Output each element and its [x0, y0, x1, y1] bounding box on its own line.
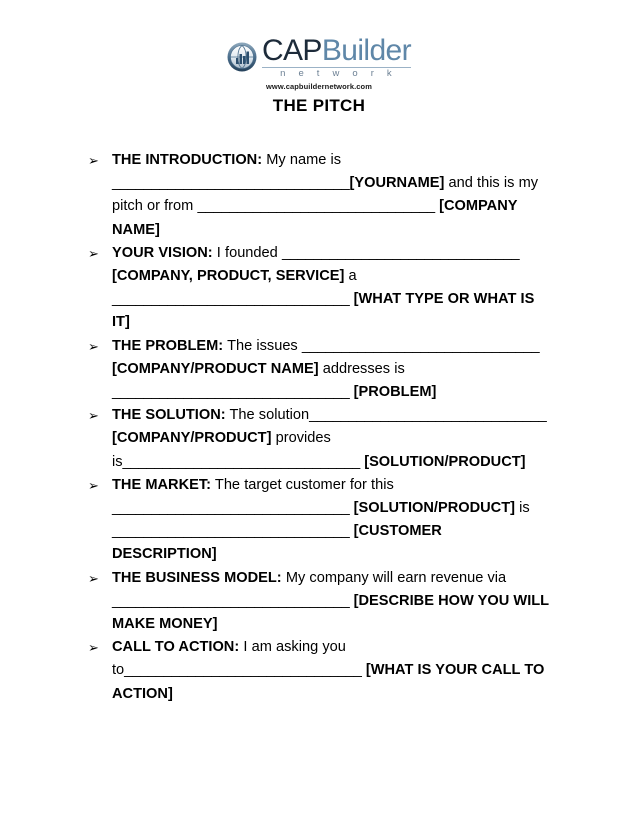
fill-in-blank[interactable]: ______________________________ [112, 523, 350, 540]
placeholder-token: [COMPANY NAME] [112, 198, 518, 238]
placeholder-token: [COMPANY, PRODUCT, SERVICE] [112, 268, 345, 285]
fill-in-blank[interactable]: ______________________________ [124, 662, 362, 679]
placeholder-token: [PROBLEM] [353, 384, 437, 401]
fill-in-blank[interactable]: ______________________________ [112, 500, 350, 517]
placeholder-token: [WHAT TYPE OR WHAT IS IT] [112, 291, 535, 331]
fill-in-blank[interactable]: ______________________________ [112, 384, 350, 401]
pitch-section-label: THE INTRODUCTION: [112, 152, 263, 168]
pitch-body-text: provides is [112, 430, 331, 470]
pitch-section: ➢ YOUR VISION: I founded ________________… [88, 242, 550, 335]
logo-divider [261, 67, 412, 68]
pitch-section-label: THE SOLUTION: [112, 407, 226, 424]
fill-in-blank[interactable]: ______________________________ [122, 453, 361, 470]
fill-in-blank[interactable]: ______________________________ [281, 244, 520, 261]
pitch-section: ➢ CALL TO ACTION: I am asking you to_____… [88, 636, 550, 706]
pitch-body-text: a [344, 268, 357, 285]
pitch-section-text: YOUR VISION: I founded _________________… [112, 242, 550, 335]
page-title: THE PITCH [272, 96, 366, 115]
pitch-section-text: THE PROBLEM: The issues ________________… [112, 335, 550, 405]
logo-wordmark: CAPBuilder n e t w o r k [261, 34, 412, 79]
pitch-body-text: and this is my pitch or from [112, 175, 539, 215]
pitch-section-text: THE MARKET: The target customer for this… [112, 474, 550, 567]
pitch-body-text: I founded [212, 244, 282, 261]
logo-word-builder: Builder [321, 34, 412, 67]
brand-logo: CAPBuilder n e t w o r k www.capbuildern… [0, 36, 638, 91]
arrow-bullet-icon: ➢ [88, 570, 99, 586]
placeholder-token: [SOLUTION/PRODUCT] [353, 500, 515, 517]
arrow-bullet-icon: ➢ [88, 338, 99, 354]
pitch-body-text: The solution [225, 407, 310, 424]
pitch-sections-list: ➢ THE INTRODUCTION: My name is __________… [88, 149, 550, 706]
pitch-section: ➢ THE PROBLEM: The issues _______________… [88, 335, 550, 405]
logo-tagline: n e t w o r k [280, 68, 397, 79]
pitch-section: ➢ THE INTRODUCTION: My name is __________… [88, 149, 550, 242]
pitch-body-text: I am asking you to [112, 639, 346, 679]
fill-in-blank[interactable]: ______________________________ [112, 592, 350, 609]
pitch-body-text: is [515, 500, 530, 517]
pitch-section-label: THE PROBLEM: [112, 337, 224, 354]
logo-row: CAPBuilder n e t w o r k [227, 34, 412, 79]
fill-in-blank[interactable]: ______________________________ [197, 198, 435, 215]
fill-in-blank[interactable]: ______________________________ [301, 337, 540, 354]
placeholder-token: [DESCRIBE HOW YOU WILL MAKE MONEY] [112, 592, 549, 633]
arrow-bullet-icon: ➢ [88, 408, 99, 424]
pitch-section-label: THE BUSINESS MODEL: [112, 569, 282, 586]
pitch-section-text: CALL TO ACTION: I am asking you to______… [112, 636, 550, 706]
pitch-section-label: CALL TO ACTION: [112, 639, 240, 656]
logo-website-url: www.capbuildernetwork.com [266, 81, 372, 91]
pitch-body-text: The target customer for this [211, 476, 394, 493]
pitch-section: ➢THE SOLUTION: The solution_____________… [88, 404, 550, 474]
arrow-bullet-icon: ➢ [88, 640, 99, 656]
placeholder-token: [CUSTOMER DESCRIPTION] [112, 523, 442, 563]
pitch-section-text: THE INTRODUCTION: My name is ___________… [112, 149, 550, 242]
fill-in-blank[interactable]: ______________________________ [112, 175, 350, 192]
placeholder-token: [SOLUTION/PRODUCT] [364, 453, 526, 470]
logo-text: CAPBuilder [261, 34, 412, 67]
pitch-body-text: My company will earn revenue via [281, 569, 507, 586]
arrow-bullet-icon: ➢ [88, 477, 99, 493]
placeholder-token: [YOURNAME] [349, 175, 445, 192]
pitch-body-text: The issues [223, 337, 302, 354]
fill-in-blank[interactable]: ______________________________ [309, 407, 547, 424]
arrow-bullet-icon: ➢ [88, 153, 99, 168]
pitch-section-text: THE BUSINESS MODEL: My company will earn… [112, 567, 550, 637]
pitch-section: ➢ THE BUSINESS MODEL: My company will ear… [88, 567, 550, 637]
placeholder-token: [COMPANY/PRODUCT] [112, 430, 272, 447]
arrow-bullet-icon: ➢ [88, 245, 99, 261]
placeholder-token: [WHAT IS YOUR CALL TO ACTION] [112, 662, 545, 702]
pitch-section: ➢ THE MARKET: The target customer for thi… [88, 474, 550, 567]
pitch-body-text: addresses is [318, 360, 405, 377]
pitch-section-text: THE SOLUTION: The solution______________… [112, 404, 550, 474]
fill-in-blank[interactable]: ______________________________ [112, 291, 350, 308]
capbuilder-globe-chart-icon [227, 42, 257, 72]
pitch-section-label: YOUR VISION: [112, 244, 213, 261]
pitch-section-label: THE MARKET: [112, 476, 212, 493]
logo-word-cap: CAP [261, 34, 322, 67]
pitch-body-text: My name is [262, 152, 342, 168]
placeholder-token: [COMPANY/PRODUCT NAME] [112, 360, 319, 377]
